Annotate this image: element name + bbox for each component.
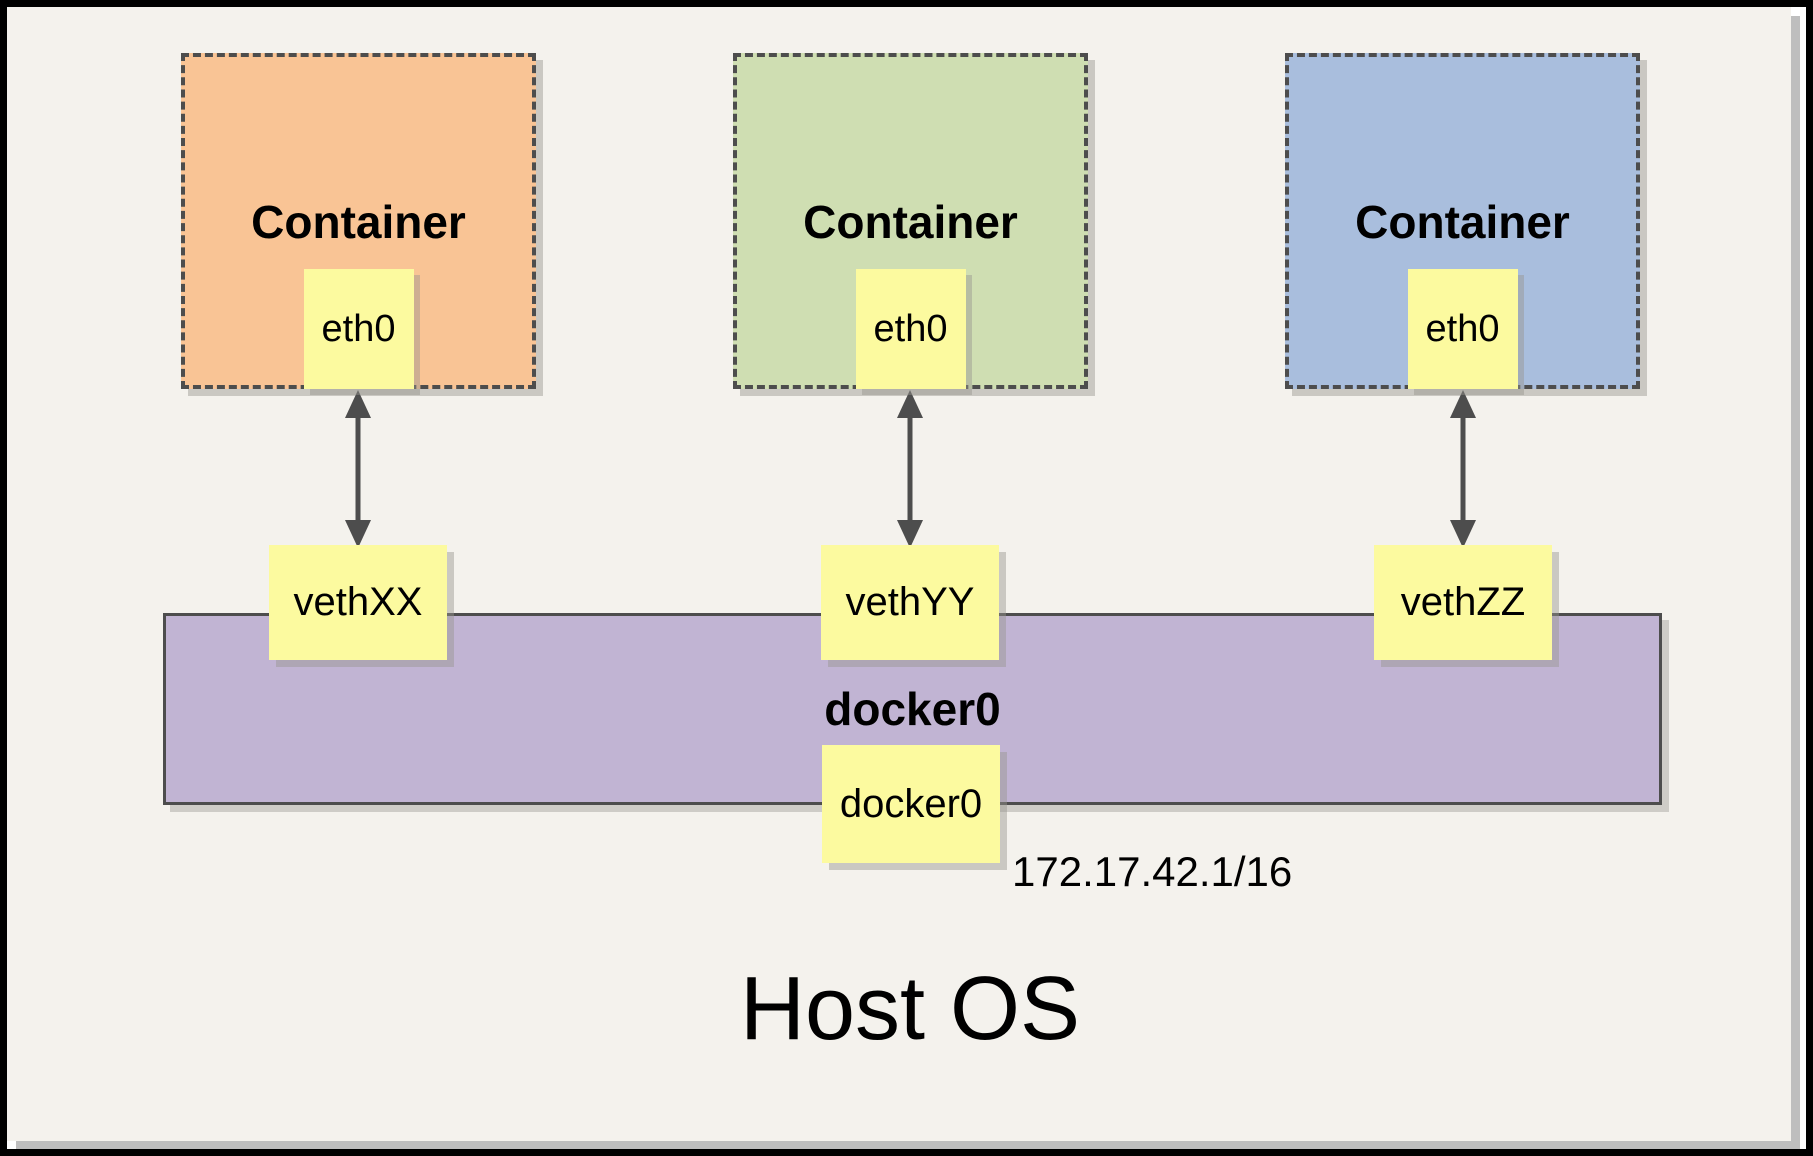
- bridge-ip-address: 172.17.42.1/16: [1012, 848, 1293, 895]
- container-box-1: Container eth0: [181, 53, 536, 389]
- container-1-eth0-label: eth0: [321, 307, 396, 350]
- container-3-eth0-box: eth0: [1407, 269, 1518, 389]
- bidirectional-arrow-2: [897, 390, 923, 548]
- container-2-eth0-box: eth0: [855, 269, 966, 389]
- docker0-interface-label: docker0: [839, 781, 983, 826]
- docker0-bridge-label: docker0: [824, 683, 1001, 735]
- container-2-eth0-label: eth0: [873, 307, 948, 350]
- container-1-eth0-box: eth0: [303, 269, 414, 389]
- container-1-label: Container: [251, 196, 466, 248]
- docker0-interface-box: docker0: [822, 745, 1000, 863]
- vethxx-label: vethXX: [293, 580, 423, 624]
- vethyy-label: vethYY: [845, 580, 975, 624]
- container-box-3: Container eth0: [1285, 53, 1640, 389]
- diagram-canvas: Container eth0 Container eth0 Container …: [7, 7, 1791, 1141]
- container-3-eth0-label: eth0: [1425, 307, 1500, 350]
- vethzz-box: vethZZ: [1374, 545, 1552, 660]
- bidirectional-arrow-1: [345, 390, 371, 548]
- vethxx-box: vethXX: [269, 545, 447, 660]
- container-3-label: Container: [1355, 196, 1570, 248]
- host-os-label: Host OS: [739, 959, 1081, 1059]
- vethzz-label: vethZZ: [1400, 580, 1526, 624]
- vethyy-box: vethYY: [821, 545, 999, 660]
- container-2-label: Container: [803, 196, 1018, 248]
- container-box-2: Container eth0: [733, 53, 1088, 389]
- bidirectional-arrow-3: [1450, 390, 1476, 548]
